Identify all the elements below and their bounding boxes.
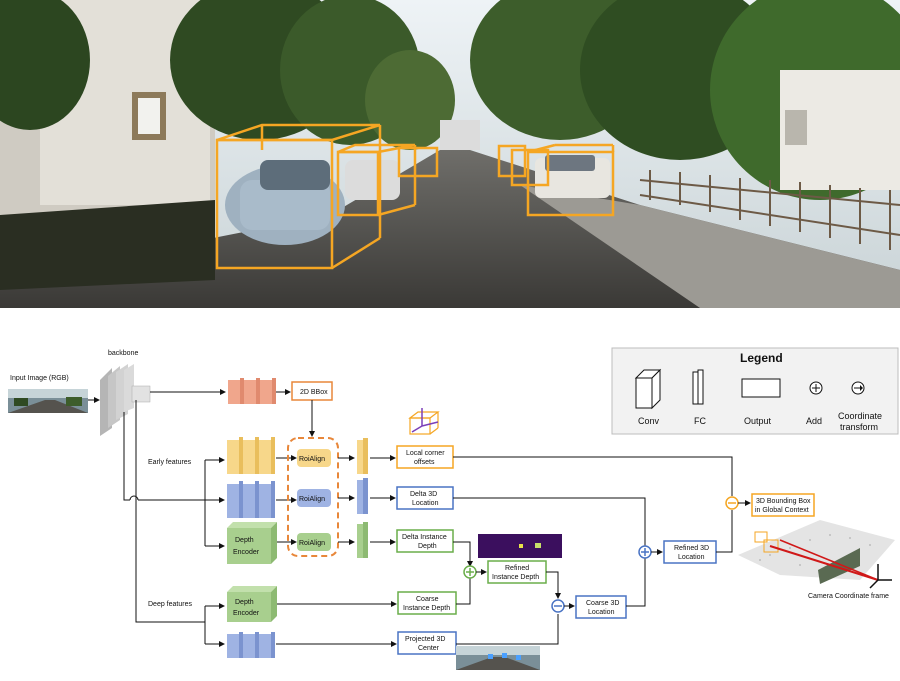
svg-text:Depth: Depth xyxy=(418,543,437,550)
early-features-label: Early features xyxy=(148,459,192,466)
svg-text:Refined: Refined xyxy=(505,565,529,572)
svg-text:Depth: Depth xyxy=(235,599,254,606)
3d-bounding-box-output: 3D Bounding Box in Global Context xyxy=(751,493,815,517)
svg-text:Coarse: Coarse xyxy=(416,596,439,603)
depth-encoder-1: Depth Encoder xyxy=(227,522,277,564)
backbone-label: backbone xyxy=(108,350,138,357)
3d-bounding-boxes xyxy=(215,123,615,270)
svg-text:Instance Depth: Instance Depth xyxy=(403,605,450,612)
svg-text:3D Bounding Box: 3D Bounding Box xyxy=(756,498,811,505)
roialign-group xyxy=(287,437,339,557)
conv-blue-blocks-deep xyxy=(227,632,275,658)
input-image-label: Input Image (RGB) xyxy=(10,375,69,382)
conv-yellow-blocks xyxy=(227,437,275,474)
projected-center-thumbnail xyxy=(456,646,540,670)
refined-instance-depth-box: Refined Instance Depth xyxy=(487,560,547,584)
svg-text:Instance Depth: Instance Depth xyxy=(492,574,539,581)
2d-bbox-label: 2D BBox xyxy=(300,389,328,396)
roialign-blue: RoiAlign xyxy=(297,489,331,507)
roialign-green: RoiAlign xyxy=(297,533,331,551)
legend-fc-icon xyxy=(692,369,704,405)
conv-blue-blocks xyxy=(227,481,275,518)
svg-text:Delta 3D: Delta 3D xyxy=(410,491,437,498)
svg-text:Refined 3D: Refined 3D xyxy=(674,545,709,552)
svg-text:Location: Location xyxy=(412,500,439,507)
legend-output-icon xyxy=(741,378,781,398)
legend: Legend Conv FC Output Add Coordin xyxy=(611,347,899,435)
legend-coord-label-1: Coordinate xyxy=(838,411,882,421)
svg-text:Encoder: Encoder xyxy=(233,610,260,617)
camera-frame-label: Camera Coordinate frame xyxy=(808,593,889,600)
legend-add-label: Add xyxy=(806,416,822,426)
fc-green xyxy=(357,522,368,558)
refined-3d-location-box: Refined 3D Location xyxy=(663,540,717,564)
svg-text:Encoder: Encoder xyxy=(233,549,260,556)
conv-red-blocks xyxy=(228,378,276,404)
svg-text:RoiAlign: RoiAlign xyxy=(299,496,325,503)
street-scene-photo xyxy=(0,0,900,308)
svg-text:Location: Location xyxy=(588,609,615,616)
legend-coord-transform-icon xyxy=(851,381,865,395)
local-corner-offsets-box: Local corner offsets xyxy=(396,445,454,469)
legend-title: Legend xyxy=(740,351,783,365)
architecture-diagram: Input Image (RGB) backbone 2D BBox Early… xyxy=(8,347,899,670)
svg-text:Local corner: Local corner xyxy=(406,450,445,457)
svg-text:in Global Context: in Global Context xyxy=(755,507,809,514)
svg-text:RoiAlign: RoiAlign xyxy=(299,456,325,463)
legend-conv-label: Conv xyxy=(638,416,660,426)
svg-text:Delta Instance: Delta Instance xyxy=(402,534,447,541)
fc-yellow xyxy=(357,438,368,474)
svg-text:RoiAlign: RoiAlign xyxy=(299,540,325,547)
corner-offsets-icon xyxy=(408,408,440,435)
legend-conv-icon xyxy=(634,368,662,410)
svg-text:Depth: Depth xyxy=(235,537,254,544)
depth-encoder-2: Depth Encoder xyxy=(227,586,277,622)
depth-heatmap-image xyxy=(478,534,562,558)
fc-blue xyxy=(357,478,368,514)
coarse-instance-depth-box: Coarse Instance Depth xyxy=(397,591,457,615)
delta-instance-depth-box: Delta Instance Depth xyxy=(396,529,454,553)
point-cloud-visualization xyxy=(738,520,895,589)
legend-output-label: Output xyxy=(744,416,772,426)
legend-coord-label-2: transform xyxy=(840,422,878,432)
input-image-thumbnail xyxy=(8,389,88,413)
roialign-yellow: RoiAlign xyxy=(297,449,331,467)
svg-text:Coarse 3D: Coarse 3D xyxy=(586,600,619,607)
legend-add-icon xyxy=(809,381,823,395)
legend-fc-label: FC xyxy=(694,416,706,426)
coarse-3d-location-box: Coarse 3D Location xyxy=(575,595,627,619)
svg-text:Center: Center xyxy=(418,645,440,652)
svg-text:Location: Location xyxy=(678,554,705,561)
deep-features-label: Deep features xyxy=(148,601,192,608)
svg-text:offsets: offsets xyxy=(414,459,435,466)
delta-3d-location-box: Delta 3D Location xyxy=(396,486,454,510)
backbone-block xyxy=(100,364,151,436)
svg-text:Projected 3D: Projected 3D xyxy=(405,636,445,643)
projected-3d-center-box: Projected 3D Center xyxy=(397,631,457,655)
